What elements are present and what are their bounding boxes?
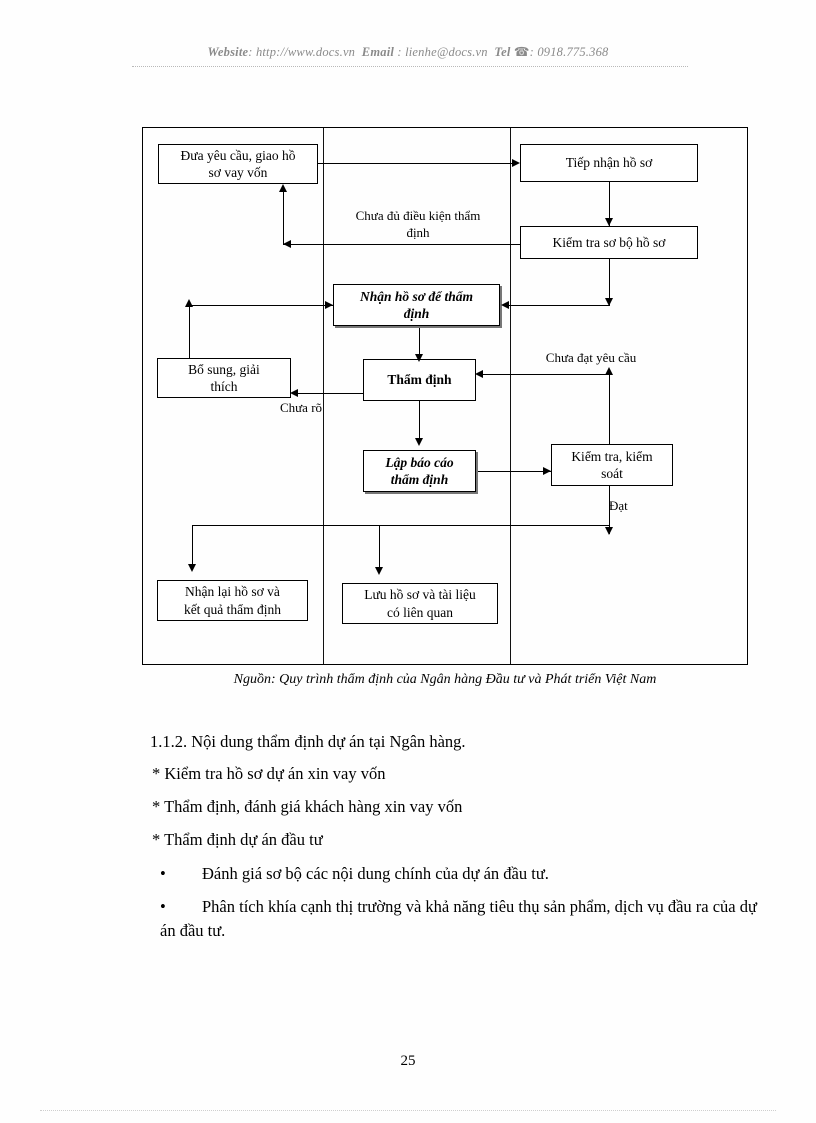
bullet-item-2-text: Phân tích khía cạnh thị trường và khả nă… bbox=[160, 897, 757, 940]
arrowhead-n2-to-n3 bbox=[604, 218, 613, 226]
edge-n8-riser bbox=[609, 373, 610, 445]
edge-n5-riser bbox=[189, 305, 190, 359]
flow-node-label: Nhận hồ sơ để thẩm định bbox=[359, 288, 474, 321]
edge-n1-to-n2 bbox=[318, 163, 512, 164]
swimlane-divider-2 bbox=[510, 128, 511, 664]
edge-label-chua-dat-yeu-cau: Chưa đạt yêu cầu bbox=[545, 350, 637, 365]
flow-node-label: Lập báo cáo thẩm định bbox=[385, 454, 454, 487]
flow-node-tiep-nhan-ho-so: Tiếp nhận hồ sơ bbox=[520, 144, 698, 182]
page-number: 25 bbox=[400, 1053, 416, 1069]
flow-node-label: Đưa yêu cầu, giao hồ sơ vay vốn bbox=[180, 147, 296, 180]
flow-node-kiem-tra-so-bo: Kiểm tra sơ bộ hồ sơ bbox=[520, 226, 698, 259]
flow-node-tham-dinh: Thẩm định bbox=[363, 359, 476, 401]
edge-n5-to-n4 bbox=[189, 305, 334, 306]
edge-n8-to-n6 bbox=[483, 374, 610, 375]
header-website-label: Website bbox=[207, 45, 249, 59]
edge-label-chua-du-dieu-kien: Chưa đủ điều kiện thẩm định bbox=[355, 208, 481, 240]
bullet-glyph: • bbox=[160, 864, 166, 883]
arrowhead-n7-to-n8 bbox=[543, 466, 551, 475]
flow-node-luu-ho-so: Lưu hồ sơ và tài liệu có liên quan bbox=[342, 583, 498, 624]
edge-n6-to-n5 bbox=[298, 393, 364, 394]
flow-node-label: Bổ sung, giải thích bbox=[188, 361, 260, 394]
section-heading: 1.1.2. Nội dung thẩm định dự án tại Ngân… bbox=[150, 732, 466, 751]
flow-node-label: Tiếp nhận hồ sơ bbox=[565, 155, 653, 171]
header-tel-label: Tel bbox=[494, 45, 511, 59]
flow-node-label: Lưu hồ sơ và tài liệu có liên quan bbox=[364, 587, 476, 620]
edge-label-dat: Đạt bbox=[609, 498, 628, 513]
star-item-2: * Thẩm định, đánh giá khách hàng xin vay… bbox=[152, 797, 463, 816]
bullet-item-2: •Phân tích khía cạnh thị trường và khả n… bbox=[160, 895, 760, 943]
flow-node-label: Thẩm định bbox=[387, 372, 452, 388]
flow-node-label: Kiểm tra, kiểm soát bbox=[571, 448, 653, 481]
flow-node-label: Nhận lại hồ sơ và kết quả thẩm định bbox=[183, 584, 282, 617]
running-header: Website: http://www.docs.vn Email : lien… bbox=[0, 44, 816, 60]
flow-node-nhan-lai-ho-so: Nhận lại hồ sơ và kết quả thẩm định bbox=[157, 580, 308, 621]
arrowhead-n3-to-n1 bbox=[278, 184, 287, 192]
arrowhead-n1-to-n2 bbox=[512, 158, 520, 167]
edge-n3-to-n1 bbox=[283, 244, 520, 245]
flow-node-lap-bao-cao: Lập báo cáo thẩm định bbox=[363, 450, 476, 492]
arrowhead-n8-riser bbox=[604, 367, 613, 375]
edge-n3-to-n1-riser bbox=[283, 190, 284, 245]
arrowhead-n4-to-n6 bbox=[414, 354, 423, 362]
arrowhead-bus-to-n9 bbox=[187, 564, 196, 572]
star-item-3: * Thẩm định dự án đầu tư bbox=[152, 830, 323, 849]
arrowhead-n6-to-n5 bbox=[290, 388, 298, 397]
edge-label-chua-ro: Chưa rõ bbox=[279, 400, 323, 415]
arrowhead-bus-to-n10 bbox=[374, 567, 383, 575]
star-item-1: * Kiểm tra hồ sơ dự án xin vay vốn bbox=[152, 764, 386, 783]
edge-bus-to-n10 bbox=[379, 525, 380, 573]
arrowhead-n8-dat-down bbox=[604, 527, 613, 535]
flow-node-nhan-ho-so-tham-dinh: Nhận hồ sơ để thẩm định bbox=[333, 284, 500, 326]
header-website-url: : http://www.docs.vn bbox=[248, 45, 356, 59]
arrowhead-n3-down bbox=[604, 298, 613, 306]
header-email-value: : lienhe@docs.vn bbox=[397, 45, 488, 59]
flowchart-frame: Đưa yêu cầu, giao hồ sơ vay vốn Tiếp nhậ… bbox=[142, 127, 748, 665]
edge-n6-to-n7 bbox=[419, 401, 420, 444]
edge-n7-to-n8 bbox=[476, 471, 551, 472]
flow-node-label: Kiểm tra sơ bộ hồ sơ bbox=[552, 234, 666, 250]
footer-divider bbox=[40, 1110, 776, 1111]
edge-n2-to-n3 bbox=[609, 182, 610, 226]
flow-node-dua-yeu-cau: Đưa yêu cầu, giao hồ sơ vay vốn bbox=[158, 144, 318, 184]
arrowhead-n5-riser bbox=[184, 299, 193, 307]
arrowhead-n3-to-n4 bbox=[501, 300, 509, 309]
figure-caption: Nguồn: Quy trình thẩm định của Ngân hàng… bbox=[233, 672, 657, 687]
flow-node-kiem-tra-kiem-soat: Kiểm tra, kiểm soát bbox=[551, 444, 673, 486]
edge-n3-to-n4 bbox=[509, 305, 610, 306]
arrowhead-n3-to-n1-left bbox=[283, 239, 291, 248]
edge-bus-to-n9 bbox=[192, 525, 193, 570]
header-tel-value: : 0918.775.368 bbox=[529, 45, 609, 59]
bullet-item-1-text: Đánh giá sơ bộ các nội dung chính của dự… bbox=[202, 864, 549, 883]
bullet-glyph: • bbox=[160, 897, 166, 916]
edge-n8-dat-down bbox=[609, 486, 610, 534]
swimlane-divider-1 bbox=[323, 128, 324, 664]
edge-n3-down bbox=[609, 259, 610, 306]
arrowhead-n5-to-n4 bbox=[325, 300, 333, 309]
telephone-icon: ☎ bbox=[513, 45, 530, 59]
arrowhead-n8-to-n6 bbox=[475, 369, 483, 378]
arrowhead-n6-to-n7 bbox=[414, 438, 423, 446]
header-divider bbox=[132, 66, 688, 67]
edge-n4-to-n6 bbox=[419, 326, 420, 362]
flow-node-bo-sung-giai-thich: Bổ sung, giải thích bbox=[157, 358, 291, 398]
header-email-label: Email bbox=[361, 45, 395, 59]
edge-distribution-bus bbox=[192, 525, 610, 526]
bullet-item-1: • Đánh giá sơ bộ các nội dung chính của d… bbox=[160, 862, 549, 886]
